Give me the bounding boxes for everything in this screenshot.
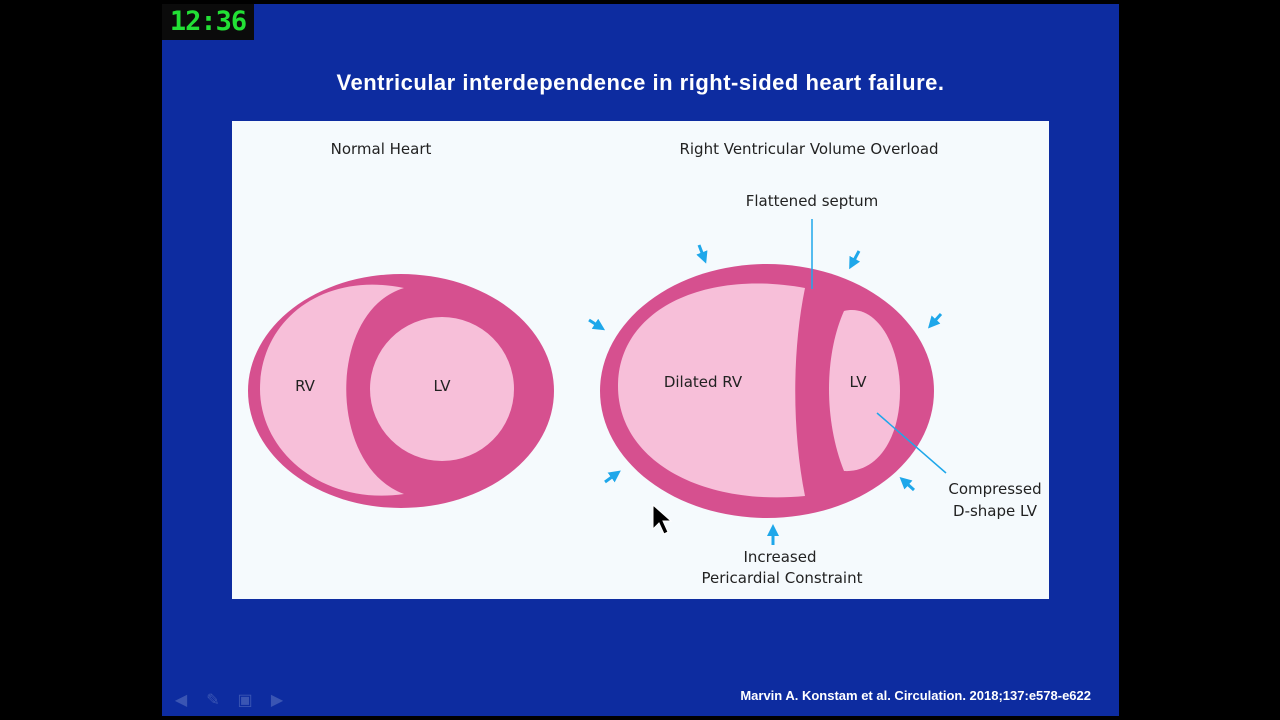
- arrow-icon: [899, 476, 916, 492]
- pen-icon[interactable]: ✎: [206, 692, 220, 709]
- arrow-icon: [927, 312, 943, 329]
- constraint-arrows: [588, 244, 943, 545]
- constraint-label-line2: Pericardial Constraint: [701, 569, 862, 587]
- compressed-label-line1: Compressed: [948, 480, 1041, 498]
- slide-nav: ◀ ✎ ▣ ▶: [172, 690, 286, 710]
- arrow-right-icon[interactable]: ▶: [270, 692, 284, 709]
- arrow-icon: [604, 470, 621, 484]
- overload-heading: Right Ventricular Volume Overload: [679, 140, 938, 158]
- mouse-cursor-icon: [652, 503, 673, 535]
- constraint-label-line1: Increased: [743, 548, 816, 566]
- arrow-left-icon[interactable]: ◀: [174, 692, 188, 709]
- slide-title: Ventricular interdependence in right-sid…: [336, 70, 945, 95]
- normal-lv-label: LV: [434, 377, 452, 395]
- flattened-septum-label: Flattened septum: [746, 192, 879, 210]
- compressed-lv-cavity: [829, 310, 900, 472]
- arrow-icon: [696, 244, 708, 264]
- overload-heart: Dilated RV LV: [600, 264, 934, 518]
- citation: Marvin A. Konstam et al. Circulation. 20…: [740, 688, 1091, 703]
- arrow-icon: [849, 250, 861, 270]
- arrow-icon: [588, 318, 606, 331]
- heart-diagram: Normal Heart Right Ventricular Volume Ov…: [248, 140, 1042, 587]
- normal-lv-cavity: [370, 317, 514, 461]
- normal-heart: RV LV: [248, 274, 554, 508]
- figure-panel: Normal Heart Right Ventricular Volume Ov…: [232, 121, 1049, 599]
- compressed-lv-pointer: [876, 412, 947, 474]
- slide: Ventricular interdependence in right-sid…: [162, 4, 1119, 716]
- dilated-rv-cavity: [618, 283, 805, 498]
- compressed-label-line2: D-shape LV: [953, 502, 1038, 520]
- normal-heart-heading: Normal Heart: [331, 140, 432, 158]
- screen-icon[interactable]: ▣: [237, 692, 253, 709]
- normal-rv-cavity: [260, 284, 404, 496]
- dilated-rv-label: Dilated RV: [664, 373, 743, 391]
- normal-rv-label: RV: [295, 377, 316, 395]
- timer: 12:36: [162, 4, 254, 40]
- overload-lv-label: LV: [850, 373, 868, 391]
